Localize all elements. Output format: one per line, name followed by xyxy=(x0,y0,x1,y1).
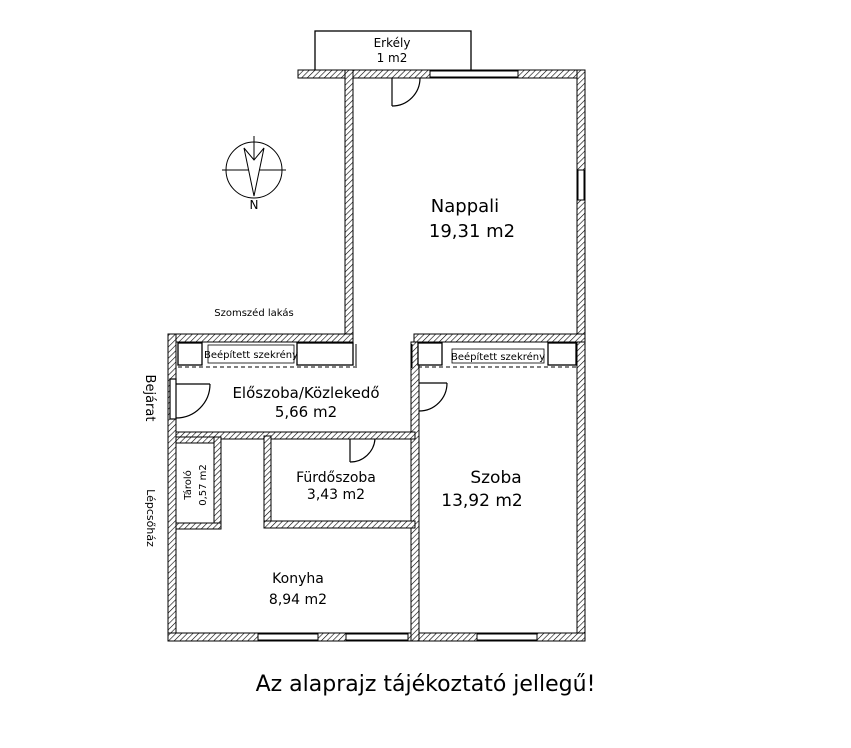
cabinet-right-box-b xyxy=(547,342,577,366)
cabinet-right-label-box xyxy=(451,348,545,364)
bedroom-area: 13,92 m2 xyxy=(441,491,522,511)
bathroom-area: 3,43 m2 xyxy=(307,487,365,503)
cabinet-left-box-b xyxy=(296,342,354,366)
balcony-name: Erkély xyxy=(374,36,411,50)
cabinet-right-box-a xyxy=(417,342,443,366)
living-room-area: 19,31 m2 xyxy=(429,221,515,242)
cabinet-left-label: Beépített szekrény xyxy=(204,349,298,361)
cabinet-right-label: Beépített szekrény xyxy=(451,351,545,363)
cabinet-left-box-a xyxy=(177,342,203,366)
storage-area: 0,57 m2 xyxy=(198,464,209,506)
neighbor-label: Szomszéd lakás xyxy=(214,307,293,319)
balcony-area: 1 m2 xyxy=(377,51,408,65)
hallway-name: Előszoba/Közlekedő xyxy=(232,384,379,402)
compass-icon xyxy=(222,136,286,199)
north-label: N xyxy=(250,198,259,212)
cabinet-left-label-box xyxy=(207,344,295,364)
hallway-area: 5,66 m2 xyxy=(275,403,337,421)
windows xyxy=(257,70,585,641)
balcony-outline xyxy=(314,30,472,73)
entrance-label: Bejárat xyxy=(142,375,157,422)
disclaimer-footer: Az alaprajz tájékoztató jellegű! xyxy=(255,672,596,697)
bedroom-name: Szoba xyxy=(470,468,521,488)
stairwell-label: Lépcsőház xyxy=(144,489,157,547)
living-room-name: Nappali xyxy=(431,196,499,217)
kitchen-area: 8,94 m2 xyxy=(269,592,327,608)
bathroom-name: Fürdőszoba xyxy=(296,470,376,486)
kitchen-name: Konyha xyxy=(272,571,324,587)
doors xyxy=(169,77,448,463)
storage-name: Tároló xyxy=(182,470,194,501)
